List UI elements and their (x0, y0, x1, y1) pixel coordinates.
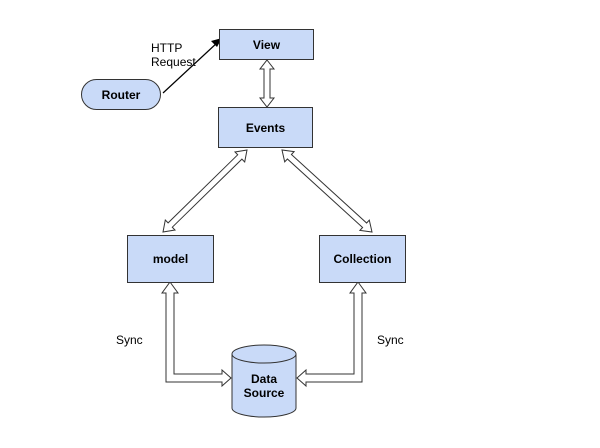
http-request-label: HTTP Request (151, 41, 196, 69)
events-model-arrow (162, 149, 248, 233)
events-node: Events (218, 107, 313, 148)
events-collection-arrow (281, 149, 373, 233)
model-sync-arrow (161, 281, 232, 388)
collection-node: Collection (319, 235, 406, 283)
router-node: Router (81, 79, 161, 110)
data-source-line2: Source (243, 386, 285, 400)
view-events-arrow (258, 59, 276, 108)
http-label-line2: Request (151, 55, 196, 69)
router-label: Router (101, 87, 141, 102)
view-node: View (219, 29, 314, 60)
model-node: model (127, 235, 214, 283)
data-source-line1: Data (250, 372, 277, 386)
sync-label-left: Sync (116, 333, 143, 347)
model-label: model (152, 252, 189, 266)
sync-label-right: Sync (377, 333, 404, 347)
collection-label: Collection (333, 252, 392, 266)
collection-sync-arrow (296, 281, 367, 388)
http-label-line1: HTTP (151, 41, 183, 55)
data-source-cylinder (231, 344, 297, 418)
view-label: View (252, 37, 281, 52)
events-label: Events (245, 120, 286, 135)
data-source-label: Data Source (229, 372, 299, 400)
